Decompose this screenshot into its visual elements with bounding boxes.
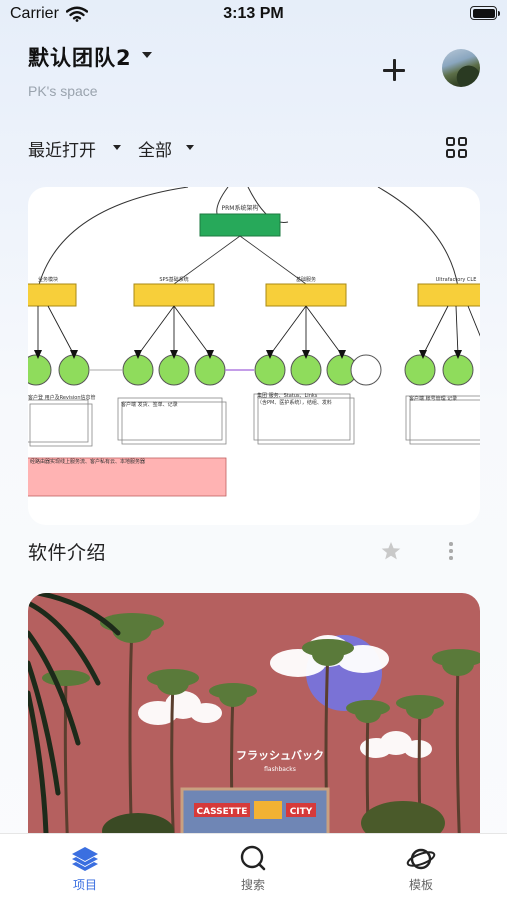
sort-caret-icon[interactable] [113,145,121,150]
sort-filter[interactable]: 最近打开 [28,141,96,161]
more-options-icon[interactable] [446,540,456,562]
bottom-tab-bar: 项目 搜索 模板 [0,833,507,900]
branch-label-1: 业务模块 [38,276,58,283]
star-icon[interactable] [380,540,402,562]
branch-label-3: 基础服务 [296,276,316,283]
poster-jp-title: フラッシュバック [236,749,324,762]
note-text-3: 集团 服务、Status、Links [257,392,318,399]
status-time: 3:13 PM [223,5,284,22]
note-text-2: 客户端 发货、签单、记录 [121,401,178,408]
pink-note-text: 经路由器实现线上服务流、客户私有云、本地服务器 [30,458,145,465]
note-text-3b: （含PM、医护系统），结组、发料 [257,399,332,406]
team-name[interactable]: 默认团队2 [28,46,132,70]
note-text-4: 客户端 账号管理 记录 [409,395,457,402]
status-bar: Carrier 3:13 PM [0,0,507,30]
poster-subtitle: flashbacks [264,766,296,773]
planet-icon [406,848,436,870]
scope-filter[interactable]: 全部 [138,141,172,161]
grid-view-icon[interactable] [446,137,468,159]
poster-illustration: フラッシュバック flashbacks CASSETTE CITY [28,593,480,853]
architecture-diagram: PRM系统架构 业务模块 SPS基础系统 基础服务 Ultrafactory C… [28,187,480,497]
tab-templates[interactable]: 模板 [376,844,466,896]
space-name: PK's space [28,83,98,99]
scope-caret-icon[interactable] [186,145,194,150]
tab-projects[interactable]: 项目 [40,844,130,896]
tab-search[interactable]: 搜索 [208,844,298,896]
branch-label-2: SPS基础系统 [159,276,188,283]
battery-icon [470,6,500,20]
project-card-poster[interactable]: フラッシュバック flashbacks CASSETTE CITY [28,593,480,853]
search-icon [240,845,266,871]
carrier-label: Carrier [10,5,59,22]
tab-projects-label: 项目 [72,878,97,892]
project-title[interactable]: 软件介绍 [28,542,107,564]
wifi-icon [66,6,88,22]
root-node-label: PRM系统架构 [222,204,259,212]
add-button[interactable] [380,56,408,84]
project-card-thumbnail[interactable]: PRM系统架构 业务模块 SPS基础系统 基础服务 Ultrafactory C… [28,187,480,525]
poster-sign-left: CASSETTE [197,807,248,817]
branch-label-4: Ultrafactory CLE [436,277,477,283]
poster-sign-right: CITY [290,807,313,817]
layers-icon [72,847,98,871]
team-switch-caret-icon[interactable] [142,52,152,58]
tab-templates-label: 模板 [408,878,433,892]
tab-search-label: 搜索 [240,878,265,892]
avatar[interactable] [442,49,480,87]
note-text-1: 客户登 用户及Revision信息管 [28,394,96,401]
